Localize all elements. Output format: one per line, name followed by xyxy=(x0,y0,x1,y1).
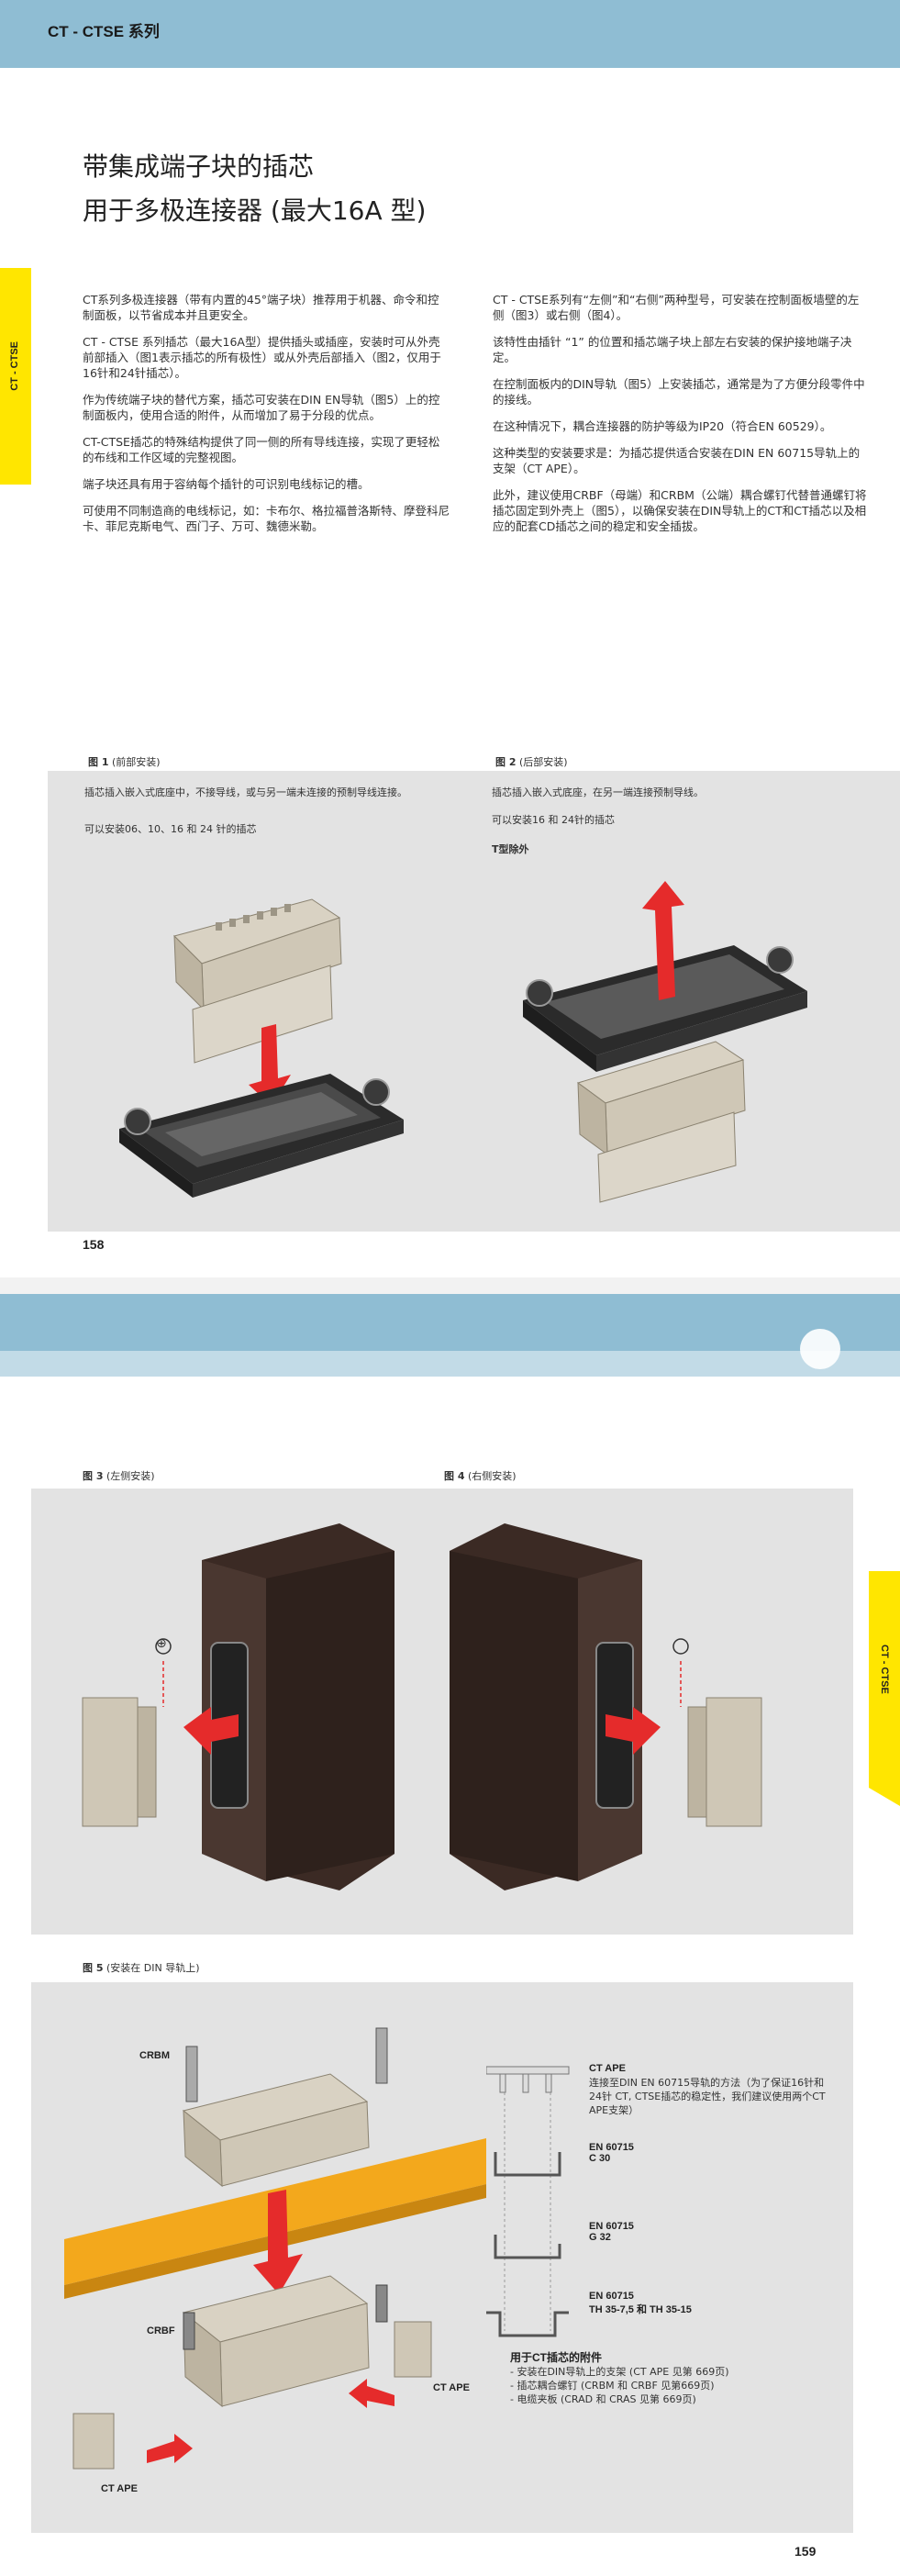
insert-block xyxy=(576,1041,746,1203)
page-gap xyxy=(0,1277,900,1294)
accessory-item: - 电缆夹板 (CRAD 和 CRAS 见第 669页) xyxy=(510,2393,696,2405)
ct-ape-right-label: CT APE xyxy=(433,2382,470,2393)
ct-ape-title: CT APE xyxy=(589,2063,626,2074)
insert-arrow xyxy=(249,1024,291,1106)
insert-block-bottom xyxy=(182,2275,370,2408)
insert-block-top xyxy=(182,2073,370,2188)
fig2-illustration xyxy=(523,881,807,1203)
page2-header-band-lower xyxy=(0,1351,900,1377)
fig5-illustration xyxy=(64,2027,486,2470)
page2-side-tab-notch xyxy=(869,1788,900,1806)
page1-header-band xyxy=(0,0,900,68)
fig4-label: 图 4 xyxy=(444,1470,465,1482)
rail-standard: EN 60715 xyxy=(589,2221,634,2232)
rail-th35-label: EN 60715 TH 35-7,5 和 TH 35-15 xyxy=(589,2291,692,2316)
rail-type: C 30 xyxy=(589,2153,611,2164)
left-paragraph: CT-CTSE插芯的特殊结构提供了同一侧的所有导线连接，实现了更轻松的布线和工作… xyxy=(83,435,440,464)
page1-side-tab-label: CT - CTSE xyxy=(9,341,20,391)
fig1-text1: 插芯插入嵌入式底座中，不接导线，或与另一端未连接的预制导线连接。 xyxy=(84,786,407,798)
fig4-illustration xyxy=(450,1523,762,1890)
rail-th35 xyxy=(486,2311,569,2337)
accessories-box: 用于CT插芯的附件 - 安装在DIN导轨上的支架 (CT APE 见第 669页… xyxy=(510,2349,840,2406)
rail-type: TH 35-7,5 和 TH 35-15 xyxy=(589,2304,692,2315)
fig3-illustration xyxy=(82,1523,394,1890)
fig5-caption: 图 5 (安装在 DIN 导轨上) xyxy=(83,1960,200,1975)
right-paragraph: CT - CTSE系列有“左侧”和“右侧”两种型号，可安装在控制面板墙壁的左侧（… xyxy=(493,293,860,322)
page1-side-tab-notch xyxy=(0,466,31,485)
rail-c30 xyxy=(494,2152,561,2177)
left-paragraph: 可使用不同制造商的电线标记，如：卡布尔、格拉福普洛斯特、摩登科尼卡、菲尼克斯电气… xyxy=(83,504,450,533)
accessory-item: - 插芯耦合螺钉 (CRBM 和 CRBF 见第669页) xyxy=(510,2380,715,2392)
page1-right-column: CT - CTSE系列有“左侧”和“右侧”两种型号，可安装在控制面板墙壁的左侧（… xyxy=(493,292,869,545)
fig2-label: 图 2 xyxy=(495,756,517,768)
fig3-label: 图 3 xyxy=(83,1470,104,1482)
fig2-text1: 插芯插入嵌入式底座，在另一端连接预制导线。 xyxy=(492,786,704,798)
page1-side-tab xyxy=(0,268,31,485)
rail-g32 xyxy=(494,2235,561,2259)
fig3-caption-text: (左侧安装) xyxy=(106,1470,155,1482)
ct-ape-brackets xyxy=(72,2321,432,2470)
rail-standard: EN 60715 xyxy=(589,2291,634,2302)
fig5-label: 图 5 xyxy=(83,1962,104,1974)
crbf-label: CRBF xyxy=(147,2325,175,2336)
fig4-caption-text: (右侧安装) xyxy=(467,1470,517,1482)
page2-side-tab xyxy=(869,1571,900,1788)
fig1-text2: 可以安装06、10、16 和 24 针的插芯 xyxy=(84,823,257,835)
rail-profiles xyxy=(486,2066,570,2337)
insert-block xyxy=(173,898,342,1064)
left-paragraph: CT系列多极连接器（带有内置的45°端子块）推荐用于机器、命令和控制面板，以节省… xyxy=(83,293,439,322)
crbf-screws xyxy=(183,2284,388,2350)
page2-header-band xyxy=(0,1294,900,1351)
ct-ape-left-label: CT APE xyxy=(101,2483,138,2494)
rail-c30-label: EN 60715 C 30 xyxy=(589,2142,634,2164)
fig2-text2: 可以安装16 和 24针的插芯 xyxy=(492,814,615,826)
left-paragraph: CT - CTSE 系列插芯（最大16A型）提供插头或插座，安装时可从外壳前部插… xyxy=(83,335,441,380)
rail-type: G 32 xyxy=(589,2232,611,2243)
right-paragraph: 在这种情况下，耦合连接器的防护等级为IP20（符合EN 60529）。 xyxy=(493,419,832,433)
ct-ape-text: 连接至DIN EN 60715导轨的方法（为了保证16针和24针 CT, CTS… xyxy=(589,2077,826,2116)
insert-arrow xyxy=(606,1707,661,1755)
insert-block xyxy=(82,1697,157,1827)
insert-block xyxy=(687,1697,762,1827)
page1-title-line1: 带集成端子块的插芯 xyxy=(83,151,315,182)
rail-g32-label: EN 60715 G 32 xyxy=(589,2221,634,2243)
fig3-caption: 图 3 (左侧安装) xyxy=(83,1468,155,1483)
left-paragraph: 端子块还具有用于容纳每个插针的可识别电线标记的槽。 xyxy=(83,477,370,491)
ct-ape-profile xyxy=(486,2066,570,2093)
fig2-caption-text: (后部安装) xyxy=(518,756,568,768)
fig1-caption: 图 1 (前部安装) xyxy=(88,754,161,769)
page2-number: 159 xyxy=(794,2544,817,2559)
fig2-text3: T型除外 xyxy=(492,843,529,855)
page1-left-column: CT系列多极连接器（带有内置的45°端子块）推荐用于机器、命令和控制面板，以节省… xyxy=(83,292,450,545)
fig2-caption: 图 2 (后部安装) xyxy=(495,754,568,769)
insert-arrow xyxy=(183,1707,239,1755)
ct-ape-info: CT APE 连接至DIN EN 60715导轨的方法（为了保证16针和24针 … xyxy=(589,2063,828,2117)
ground-icon: ⊕ xyxy=(156,1636,167,1651)
right-paragraph: 在控制面板内的DIN导轨（图5）上安装插芯，通常是为了方便分段零件中的接线。 xyxy=(493,377,865,407)
fig1-illustration xyxy=(119,898,404,1198)
insert-arrow xyxy=(642,881,684,1000)
right-paragraph: 该特性由插针 “1” 的位置和插芯端子块上部左右安装的保护接地端子决定。 xyxy=(493,335,852,364)
fig1-caption-text: (前部安装) xyxy=(111,756,161,768)
crbm-label: CRBM xyxy=(139,2050,170,2061)
right-paragraph: 这种类型的安装要求是：为插芯提供适合安装在DIN EN 60715导轨上的支架（… xyxy=(493,446,861,475)
left-paragraph: 作为传统端子块的替代方案，插芯可安装在DIN EN导轨（图5）上的控制面板内，使… xyxy=(83,393,440,422)
page2-side-tab-label: CT - CTSE xyxy=(879,1645,890,1694)
accessories-title: 用于CT插芯的附件 xyxy=(510,2351,602,2364)
fig1-label: 图 1 xyxy=(88,756,109,768)
right-paragraph: 此外，建议使用CRBF（母端）和CRBM（公端）耦合螺钉代替普通螺钉将插芯固定到… xyxy=(493,488,867,533)
crbm-screws xyxy=(185,2027,388,2102)
accessory-item: - 安装在DIN导轨上的支架 (CT APE 见第 669页) xyxy=(510,2366,729,2378)
rail-standard: EN 60715 xyxy=(589,2142,634,2153)
page1-number: 158 xyxy=(83,1237,105,1252)
fig4-caption: 图 4 (右侧安装) xyxy=(444,1468,517,1483)
fig5-caption-text: (安装在 DIN 导轨上) xyxy=(106,1962,200,1974)
housing xyxy=(119,1074,404,1198)
insert-arrow xyxy=(253,2190,303,2294)
brand-logo-icon xyxy=(800,1329,840,1369)
page1-title-line2: 用于多极连接器 (最大16A 型) xyxy=(83,195,427,226)
page1-header-title: CT - CTSE 系列 xyxy=(48,23,160,40)
